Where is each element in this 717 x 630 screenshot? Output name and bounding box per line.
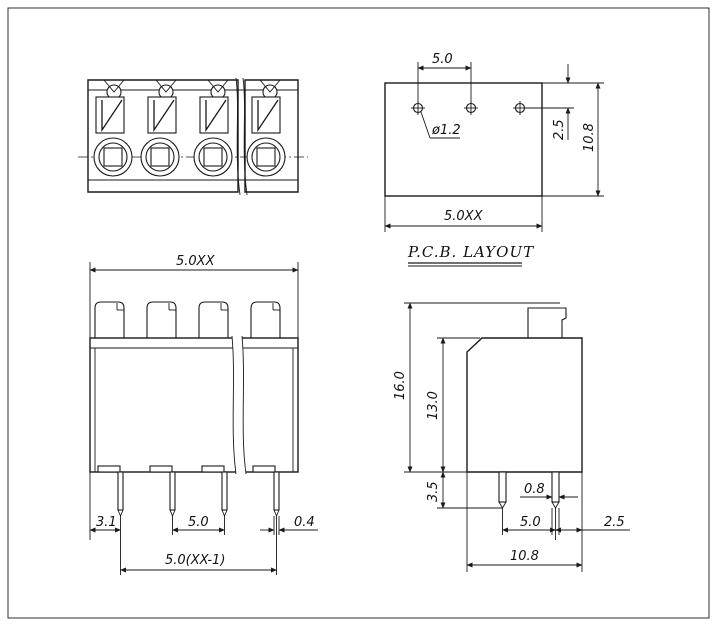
pcb-width-label: 5.0XX (444, 209, 484, 224)
side-offset-label: 2.5 (604, 515, 625, 530)
front-button-4 (250, 301, 281, 339)
front-pitch-label: 5.0 (188, 515, 209, 530)
front-view: 5.0XX 3.1 (89, 254, 318, 575)
front-button-1 (94, 301, 125, 339)
front-width-label: 5.0XX (176, 254, 216, 269)
side-pin-1 (498, 471, 507, 509)
terminal-top-2 (140, 79, 180, 177)
side-pin-label: 0.8 (524, 482, 545, 497)
top-view (78, 77, 308, 196)
front-pin-2 (169, 471, 176, 518)
side-pitch-label: 5.0 (520, 515, 541, 530)
pcb-layout-title: P.C.B. LAYOUT (407, 243, 534, 261)
side-depth-label: 10.8 (510, 549, 539, 564)
terminal-top-4 (246, 79, 286, 177)
front-pin-3 (221, 471, 228, 518)
pcb-hole-2 (464, 101, 478, 115)
pcb-pitch-label: 5.0 (432, 52, 453, 67)
front-pin-label: 0.4 (294, 515, 315, 530)
pcb-offset-label: 2.5 (552, 119, 567, 140)
terminal-top-1 (93, 79, 133, 177)
pcb-hole-1 (411, 101, 425, 115)
pcb-hole-label: ø1.2 (431, 123, 461, 138)
terminal-top-3 (193, 79, 233, 177)
front-pin-4 (273, 471, 280, 518)
front-pin-1 (117, 471, 124, 518)
front-span-label: 5.0(XX-1) (165, 553, 225, 568)
side-view: 16.0 13.0 3.5 0.8 5.0 2.5 10.8 (393, 302, 630, 572)
sheet-border (7, 7, 710, 619)
pcb-layout-view: 5.0 ø1.2 2.5 10.8 5.0XX (384, 52, 604, 232)
front-button-2 (146, 301, 177, 339)
front-button-3 (198, 301, 229, 339)
side-pin-length-label: 3.5 (426, 481, 441, 502)
front-edge-label: 3.1 (96, 515, 117, 530)
pcb-depth-label: 10.8 (582, 123, 597, 152)
side-body-label: 13.0 (426, 391, 441, 420)
side-height-label: 16.0 (393, 371, 408, 400)
side-pin-2 (551, 471, 560, 509)
pcb-hole-3 (513, 101, 527, 115)
